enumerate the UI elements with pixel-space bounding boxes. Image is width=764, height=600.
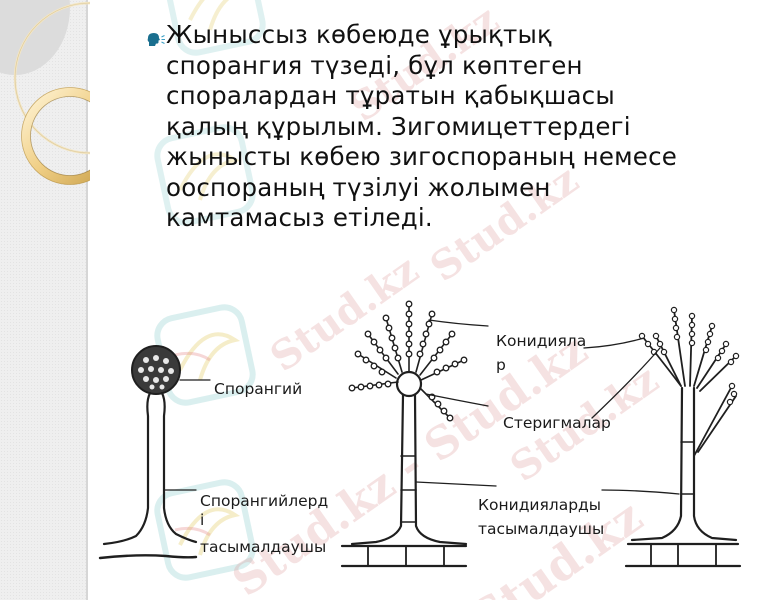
paragraph-line: қалың құрылым. Зигомицеттердегі — [166, 111, 631, 141]
label-sporangiophore: Спорангийлерд — [200, 492, 329, 510]
panel-edge-mask — [90, 0, 150, 200]
paragraph-line: ооспораның түзілуі жолымен — [166, 172, 551, 202]
fungi-diagram: Спорангий Спорангийлерд і тасымалдаушы К… — [96, 276, 764, 600]
paragraph-line: споралардан тұратын қабықшасы — [166, 81, 615, 110]
fungi-illustration — [98, 300, 742, 568]
bullet-paragraph: Жыныссыз көбеюде ұрықтық спорангия түзед… — [166, 20, 764, 234]
paragraph-line: камтамасыз етіледі. — [166, 203, 433, 232]
label-sporangiophore: тасымалдаушы — [200, 538, 327, 556]
sporangium-figure — [98, 345, 211, 560]
label-conidia: Конидияла — [496, 332, 587, 350]
penicillium-figure — [583, 306, 742, 568]
label-conidiophore: Конидияларды — [478, 496, 602, 514]
label-sporangiophore: і — [200, 511, 205, 529]
speaking-head-icon — [147, 33, 165, 46]
label-conidia: р — [496, 356, 506, 374]
label-conidiophore: тасымалдаушы — [478, 520, 605, 538]
paragraph-line: спорангия түзеді, бұл көптеген — [166, 50, 583, 80]
bullet-content: Жыныссыз көбеюде ұрықтық спорангия түзед… — [146, 20, 764, 270]
paragraph-line: Жыныссыз көбеюде ұрықтық — [166, 20, 552, 49]
paragraph-line: жынысты көбею зигоспораның немесе — [166, 142, 678, 171]
label-sterigmata: Стеригмалар — [503, 414, 611, 432]
label-sporangium: Спорангий — [214, 380, 303, 398]
aspergillus-figure — [340, 300, 497, 568]
